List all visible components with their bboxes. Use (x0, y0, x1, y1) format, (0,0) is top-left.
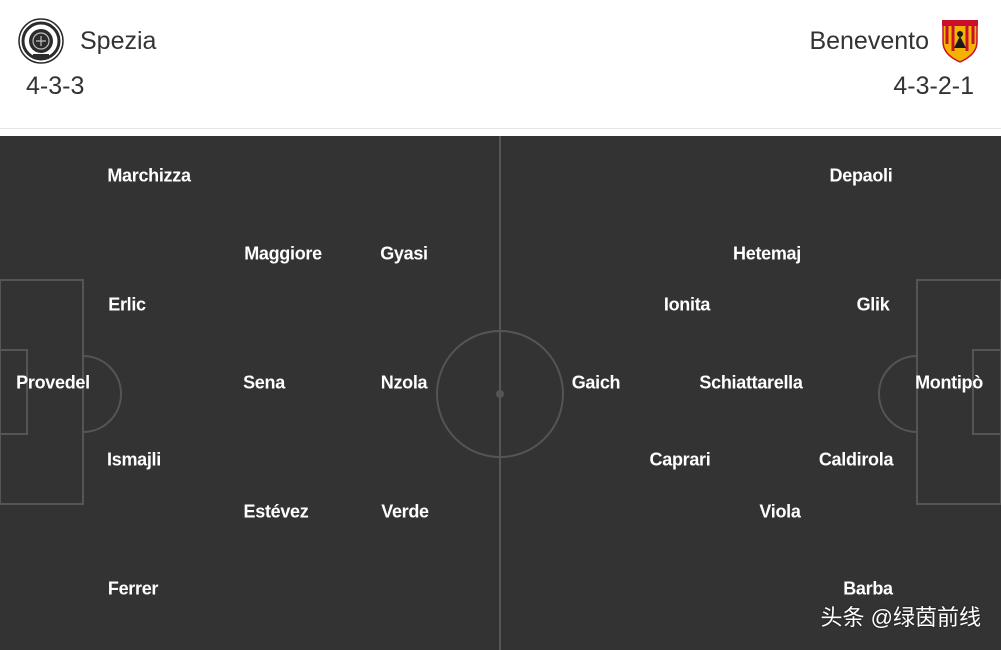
watermark: 头条 @绿茵前线 (820, 605, 981, 630)
player-nzola[interactable]: Nzola (380, 372, 428, 393)
player-gyasi[interactable]: Gyasi (380, 243, 428, 264)
pitch-markings (0, 136, 1001, 650)
player-caprari[interactable]: Caprari (649, 449, 711, 470)
player-montipo[interactable]: Montipò (915, 372, 983, 393)
player-depaoli[interactable]: Depaoli (829, 165, 893, 186)
player-caldirola[interactable]: Caldirola (818, 449, 894, 470)
benevento-crest-icon (942, 20, 978, 63)
player-provedel[interactable]: Provedel (16, 372, 90, 393)
player-ismajli[interactable]: Ismajli (107, 449, 161, 470)
home-team-name: Spezia (80, 26, 157, 55)
player-schiattarella[interactable]: Schiattarella (699, 372, 803, 393)
player-viola[interactable]: Viola (759, 501, 801, 522)
pitch: Provedel Marchizza Erlic Ismajli Ferrer … (0, 136, 1001, 650)
away-formation: 4-3-2-1 (893, 72, 974, 100)
player-ferrer[interactable]: Ferrer (107, 578, 159, 599)
player-marchizza[interactable]: Marchizza (107, 165, 191, 186)
away-team-name: Benevento (809, 26, 929, 55)
player-hetemaj[interactable]: Hetemaj (733, 243, 801, 264)
away-team[interactable]: Benevento (809, 18, 983, 64)
player-barba[interactable]: Barba (843, 578, 893, 599)
player-gaich[interactable]: Gaich (571, 372, 621, 393)
home-team[interactable]: Spezia (18, 18, 156, 64)
player-sena[interactable]: Sena (243, 372, 285, 393)
player-erlic[interactable]: Erlic (108, 294, 146, 315)
player-maggiore[interactable]: Maggiore (244, 243, 322, 264)
spezia-crest-icon (18, 18, 64, 64)
player-ionita[interactable]: Ionita (663, 294, 711, 315)
home-formation: 4-3-3 (26, 72, 85, 100)
player-verde[interactable]: Verde (381, 501, 429, 522)
player-estevez[interactable]: Estévez (243, 501, 309, 522)
match-header: Spezia 4-3-3 Benevento 4-3-2-1 (0, 0, 1001, 129)
player-glik[interactable]: Glik (856, 294, 890, 315)
